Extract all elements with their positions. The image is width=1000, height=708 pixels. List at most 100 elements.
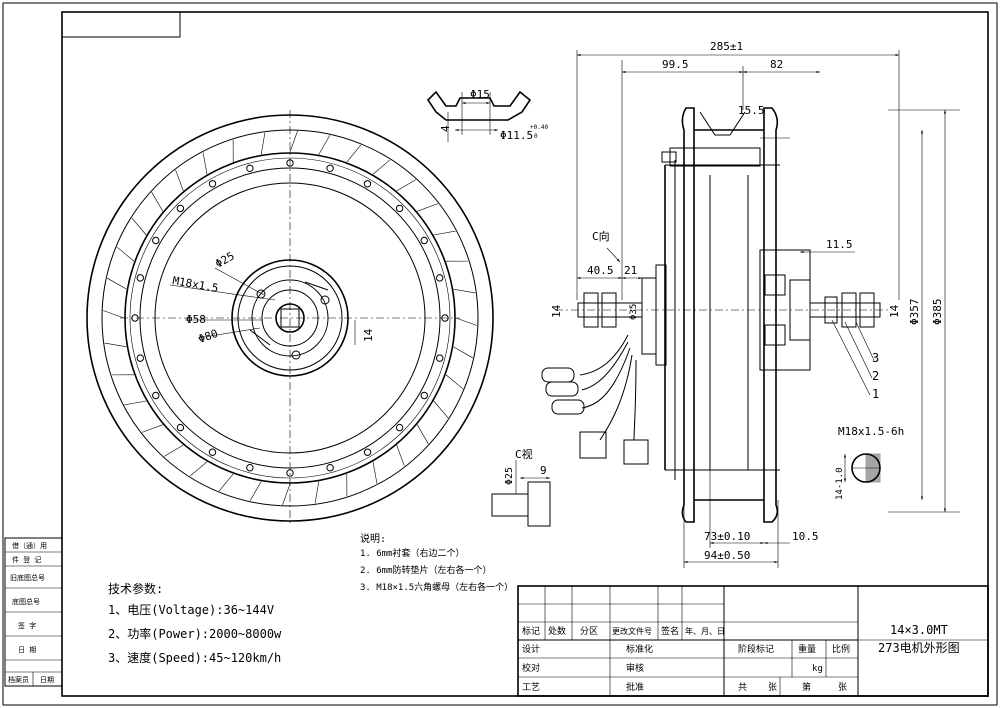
bolt-hole [208, 180, 217, 188]
bolt-hole [363, 180, 372, 188]
bolt-hole [176, 423, 185, 432]
dim-d35: Φ35 [629, 304, 639, 320]
rim-tick [346, 144, 362, 163]
side-8: 日期 [40, 676, 54, 684]
valve-d15: Φ15 [470, 88, 490, 101]
bolt-hole [136, 274, 144, 282]
dim-d357: Φ357 [908, 299, 921, 326]
spec-speed: 3、速度(Speed):45~120km/h [108, 650, 281, 665]
label-d25: Φ25 [213, 249, 237, 270]
technical-specs: 技术参数: 1、电压(Voltage):36~144V 2、功率(Power):… [108, 581, 282, 665]
bolt-hole [436, 274, 444, 282]
valve-tol-low: 0 [534, 133, 538, 140]
note-3: 3. M18×1.5六角螺母（左右各一个） [360, 581, 513, 593]
valve-detail: Φ15 Φ11.5 +0.40 0 4 [426, 88, 548, 142]
sheet-num: 第 [802, 681, 811, 693]
stage-weight: 重量 [798, 643, 816, 655]
front-view: Φ25 M18x1.5 Φ58 Φ80 14 [86, 110, 494, 525]
spec-power: 2、功率(Power):2000~8000w [108, 626, 282, 641]
bolt-hole [246, 164, 254, 172]
rim-tick [189, 461, 208, 477]
rim-tick [104, 342, 127, 348]
note-2: 2. 6mm防转垫片（左右各一个） [360, 564, 492, 576]
bolt-hole [152, 236, 160, 245]
side-5: 签 字 [18, 621, 36, 630]
bolt-hole [152, 391, 160, 400]
bolt-hole [136, 354, 144, 362]
stage-mark: 阶段标记 [738, 643, 774, 655]
callout-2: 2 [872, 369, 879, 383]
rim-tick [416, 424, 429, 444]
rim-tick [141, 424, 163, 433]
stage-scale: 比例 [832, 643, 850, 655]
rim-tick [151, 192, 164, 212]
bolt-hole [176, 204, 185, 213]
bolt-hole [326, 164, 334, 172]
rev-count: 处数 [548, 625, 566, 637]
side-1: 借（通）用 [12, 541, 47, 550]
side-table: 借（通）用 件 登 记 旧底图总号 底图总号 签 字 日 期 档案员 日期 [4, 537, 63, 687]
dim-82: 82 [770, 58, 783, 71]
rim-tick [249, 481, 262, 501]
rim-tick [260, 132, 266, 155]
rim-tick [453, 346, 473, 359]
rim-tick [282, 483, 291, 505]
rim-tick [289, 131, 298, 153]
valve-h: 4 [439, 125, 452, 132]
note-1: 1. 6mm衬套（右边二个） [360, 547, 465, 559]
rev-date: 年、月、日 [685, 626, 725, 636]
spec-voltage: 1、电压(Voltage):36~144V [108, 603, 274, 617]
title-block: 标记 处数 分区 更改文件号 签名 年、月、日 设计 校对 工艺 标准化 审核 … [517, 585, 989, 697]
bolt-hole [420, 391, 428, 400]
rev-mark: 标记 [522, 625, 540, 637]
thread-label: M18x1.5-6h [838, 425, 904, 438]
label-d58: Φ58 [186, 313, 206, 326]
thread-flat: 14-1.0 [835, 467, 845, 500]
dim-14-left: 14 [550, 304, 563, 318]
dim-94: 94±0.50 [704, 549, 750, 562]
c-9: 9 [540, 464, 547, 477]
dim-99: 99.5 [662, 58, 689, 71]
bolt-hole [363, 448, 372, 456]
rev-zone: 分区 [580, 626, 598, 637]
row-check: 校对 [522, 662, 540, 674]
dim-285: 285±1 [710, 40, 743, 53]
mid-approve: 批准 [626, 681, 644, 693]
thread-detail: M18x1.5-6h 14-1.0 [835, 425, 904, 500]
dim-10-5: 10.5 [792, 530, 819, 543]
label-d80: Φ80 [197, 327, 220, 346]
notes: 说明: 1. 6mm衬套（右边二个） 2. 6mm防转垫片（左右各一个） 3. … [360, 532, 513, 593]
rim-tick [433, 230, 456, 236]
row-design: 设计 [522, 643, 540, 655]
rim-tick [372, 461, 378, 484]
rim-tick [124, 400, 147, 406]
product-name: 14×3.0MT [890, 623, 948, 637]
rim-tick [175, 169, 184, 191]
mid-standard: 标准化 [626, 643, 653, 655]
side-2: 件 登 记 [12, 555, 41, 564]
rim-tick [445, 374, 464, 390]
rim-tick [218, 473, 234, 492]
rim-tick [103, 310, 125, 319]
side-4: 底图总号 [12, 597, 40, 606]
rim-tick [455, 317, 477, 326]
rim-tick [107, 277, 127, 290]
rev-doc: 更改文件号 [612, 626, 652, 636]
unit-kg: kg [812, 664, 823, 674]
dim-73: 73±0.10 [704, 530, 750, 543]
side-7: 档案员 [8, 675, 29, 684]
bolt-hole [436, 354, 444, 362]
side-view: 285±1 99.5 82 15.5 [541, 40, 960, 568]
label-thread: M18x1.5 [171, 274, 219, 295]
rev-sign: 签名 [661, 625, 679, 637]
rim-tick [202, 152, 208, 175]
rim-tick [372, 159, 391, 175]
rim-tick [396, 179, 416, 192]
bolt-hole [420, 236, 428, 245]
dim-40-5: 40.5 [587, 264, 614, 277]
mid-review: 审核 [626, 662, 644, 674]
rim-tick [164, 444, 184, 457]
dim-11-5: 11.5 [826, 238, 853, 251]
dim-14-right: 14 [888, 304, 901, 318]
